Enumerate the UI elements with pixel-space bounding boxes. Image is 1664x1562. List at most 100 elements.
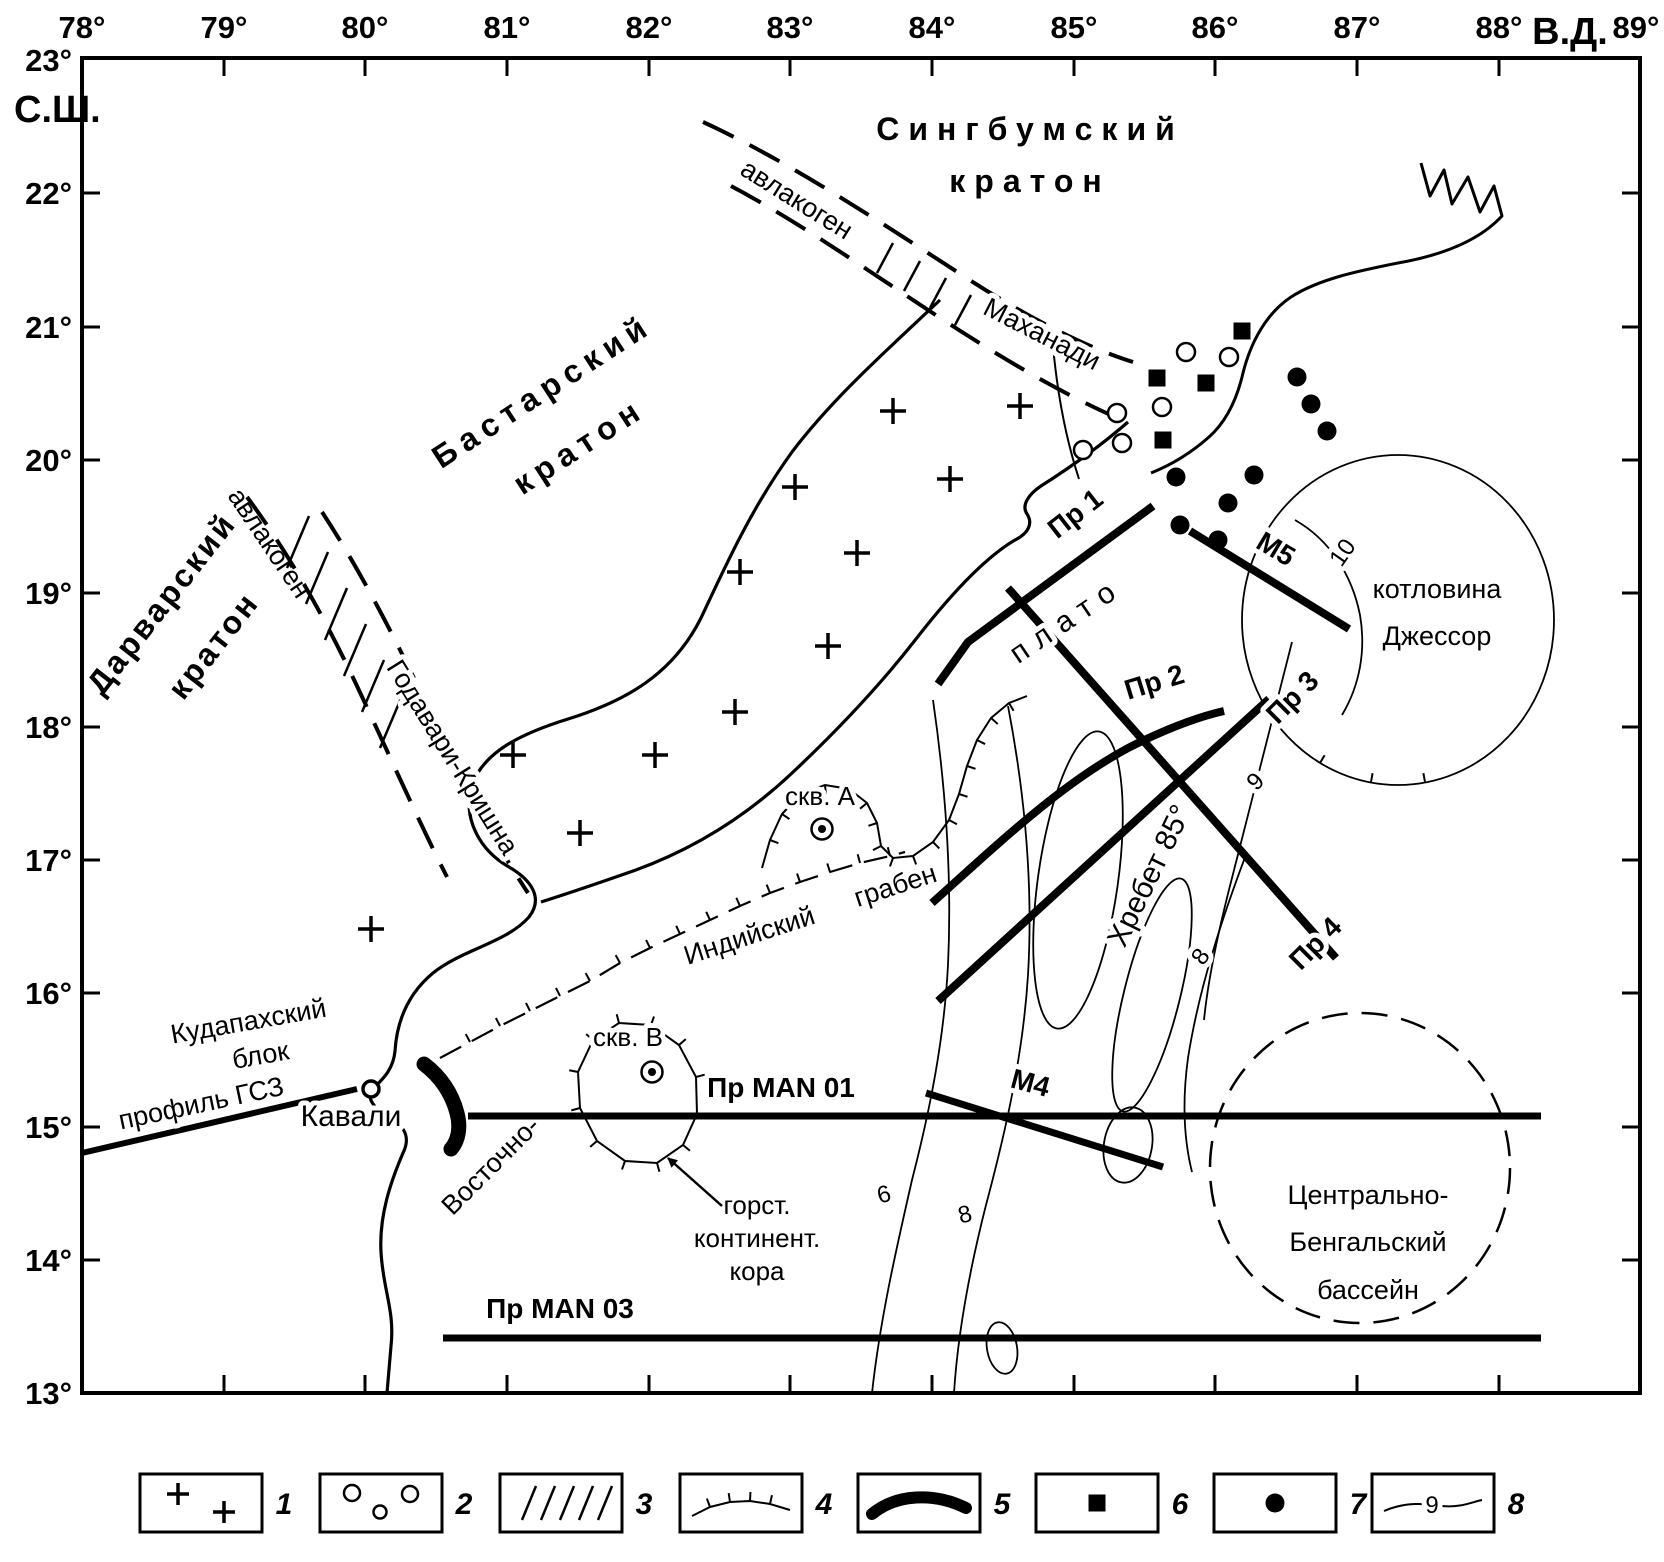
legend-contour-sample-value: 9 — [1425, 1492, 1438, 1519]
legend-number-5: 5 — [994, 1488, 1012, 1521]
jessore-basin-label: котловина — [1373, 574, 1503, 604]
profile-m4-label: М4 — [1008, 1063, 1054, 1103]
profile-man03-label: Пр MAN 03 — [486, 1293, 634, 1324]
lon-tick-label: 82° — [626, 10, 673, 45]
lon-tick-label: 81° — [484, 10, 531, 45]
axis-labels: 78° 79° 80° 81° 82° 83° 84° 85° 86° 87° … — [14, 10, 1659, 1411]
craton-cross-symbols — [358, 393, 1033, 942]
mahanadi-hatch-ticks — [875, 242, 973, 326]
godavari-hatch-lines — [285, 515, 404, 749]
lat-tick-label: 15° — [25, 1110, 72, 1145]
legend-cross-symbol — [167, 1483, 235, 1523]
well-b-label: скв. В — [593, 1022, 663, 1052]
open-circle-symbols — [1072, 341, 1240, 461]
lon-tick-label: 85° — [1051, 10, 1098, 45]
contour-10-label: 10 — [1324, 534, 1361, 571]
legend-thick-body-symbol — [866, 1491, 972, 1520]
legend-number-7: 7 — [1350, 1488, 1368, 1521]
lon-tick-label: 80° — [342, 10, 389, 45]
dharwar-craton-label: Дарварский — [79, 506, 243, 701]
lat-tick-label: 13° — [25, 1376, 72, 1411]
godavari-lower-dashed-boundary — [320, 510, 530, 895]
kavali-label: Кавали — [301, 1100, 402, 1133]
bastar-se-boundary-and-coastline — [368, 298, 942, 1394]
tectonic-boundaries — [368, 162, 1504, 1394]
eastern-ghats-boundary — [540, 420, 1130, 904]
godavari-upper-dashed-boundary — [245, 495, 449, 878]
depth-contours — [871, 333, 1555, 1394]
profile-pr2-label: Пр 2 — [1121, 658, 1188, 705]
legend-filled-square-symbol — [1088, 1494, 1106, 1512]
legend-number-8: 8 — [1508, 1488, 1525, 1521]
mahanadi-lower-dashed-boundary — [730, 184, 1123, 422]
well-a-marker — [810, 817, 834, 841]
map-frame — [80, 56, 1642, 1395]
graben-horseshoe-hachured-line — [761, 695, 1028, 869]
contour-8-label: 8 — [955, 1200, 975, 1230]
profile-gsz-line — [81, 1086, 358, 1156]
central-bengal-basin-label: Бенгальский — [1289, 1227, 1446, 1257]
right-ticks — [1622, 191, 1640, 1262]
singhbhum-craton-label: Сингбумский — [876, 111, 1184, 147]
legend: 1 2 3 4 5 6 7 9 8 — [138, 1472, 1525, 1534]
jessore-inner-contour — [1294, 519, 1364, 716]
legend-number-2: 2 — [455, 1488, 473, 1521]
left-ticks — [82, 191, 100, 1262]
jessore-basin-label: Джессор — [1383, 621, 1492, 651]
horst-annotation-arrow — [667, 1157, 723, 1207]
legend-box-1 — [138, 1472, 264, 1534]
indian-graben-label: грабен — [850, 858, 940, 913]
mahanadi-upper-dashed-boundary — [702, 120, 1134, 364]
horst-label: континент. — [694, 1223, 820, 1253]
legend-number-4: 4 — [815, 1488, 833, 1521]
indian-graben-label: Индийский — [680, 900, 818, 970]
legend-box-4 — [678, 1472, 804, 1534]
filled-square-symbols — [1148, 322, 1251, 449]
contour-6-label: 6 — [874, 1180, 894, 1210]
contour-6-line — [871, 699, 951, 1394]
hachured-boundaries — [439, 695, 1028, 1163]
bottom-ticks — [222, 1375, 1501, 1393]
legend-number-3: 3 — [636, 1488, 653, 1521]
horst-label: горст. — [723, 1190, 790, 1220]
legend-box-3 — [498, 1472, 624, 1534]
central-bengal-basin-label: бассейн — [1317, 1275, 1419, 1305]
profile-m4-line — [924, 1089, 1165, 1171]
singhbhum-craton-label: кратон — [949, 163, 1110, 199]
profile-pr2-line — [929, 707, 1225, 906]
profile-pr1-line — [934, 502, 1156, 687]
northeast-boundary-zigzag — [1150, 162, 1504, 475]
filled-circle-symbols — [1166, 367, 1337, 550]
profile-m5-line — [1187, 527, 1352, 633]
contour-8-upper-line — [1183, 851, 1248, 1173]
legend-number-6: 6 — [1172, 1488, 1189, 1521]
coastal-mafic-body — [416, 1056, 467, 1157]
lat-tick-label: 17° — [25, 843, 72, 878]
lat-tick-label: 22° — [25, 176, 72, 211]
top-ticks — [80, 58, 1501, 76]
lon-tick-label: 89° — [1613, 10, 1660, 45]
profile-pr1-label: Пр 1 — [1042, 483, 1109, 545]
lat-tick-label: 14° — [25, 1243, 72, 1278]
legend-hatching-symbol — [520, 1485, 614, 1521]
well-a-label: скв. А — [785, 781, 856, 811]
lat-tick-label: 19° — [25, 576, 72, 611]
godavari-krishna-label: Годавари-Кришна — [381, 654, 525, 860]
lat-tick-label: 16° — [25, 976, 72, 1011]
mahanadi-label: Маханади — [979, 292, 1106, 376]
well-b-marker — [640, 1060, 664, 1084]
lat-tick-label: 23° — [25, 43, 72, 78]
profile-pr4-line — [1005, 585, 1339, 961]
lon-unit-label: В.Д. — [1532, 11, 1608, 53]
kavali-town-marker — [361, 1079, 381, 1099]
lat-tick-label: 21° — [25, 310, 72, 345]
lat-tick-label: 20° — [25, 443, 72, 478]
godavari-krishna-aulacogen — [245, 495, 530, 895]
horst-label: кора — [729, 1256, 785, 1286]
central-bengal-basin-contour — [1208, 1011, 1512, 1325]
profile-pr3-label: Пр 3 — [1260, 665, 1325, 730]
legend-hachured-line-symbol — [691, 1491, 791, 1517]
contour-9-label: 9 — [1241, 767, 1270, 796]
